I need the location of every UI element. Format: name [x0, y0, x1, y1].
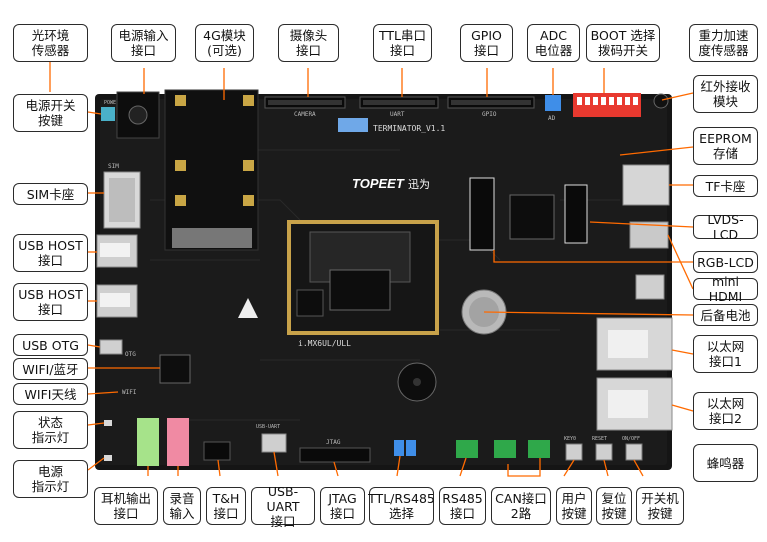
callout-gpio: GPIO 接口 [460, 24, 513, 62]
usb-uart-port [261, 433, 287, 453]
callout-ethernet-1: 以太网 接口1 [693, 335, 758, 373]
silk-board-name: TERMINATOR_V1.1 [373, 124, 445, 133]
lvds-connector [564, 184, 588, 244]
ttl-rs485-jumper [394, 440, 404, 456]
callout-ir-receiver: 红外接收 模块 [693, 75, 758, 113]
callout-th: T&H 接口 [206, 487, 246, 525]
callout-can: CAN接口 2路 [491, 487, 551, 525]
callout-eeprom: EEPROM 存储 [693, 127, 758, 165]
tf-slot [622, 164, 670, 206]
recording-jack [167, 418, 189, 466]
silk-usb-uart: USB-UART [256, 424, 280, 430]
can-terminal-2 [528, 440, 550, 458]
callout-wifi-antenna: WIFI天线 [13, 383, 88, 405]
rgb-lcd-connector [469, 177, 495, 251]
adc-pot [545, 95, 561, 111]
callout-jtag: JTAG 接口 [320, 487, 365, 525]
module-4g-slot [164, 89, 259, 251]
callout-mini-hdmi: mini HDMI [693, 274, 758, 304]
rs485-terminal [456, 440, 478, 458]
silk-gpio: GPIO [482, 111, 497, 118]
usb-otg [99, 339, 123, 355]
silk-camera: CAMERA [294, 111, 316, 118]
user-button [565, 443, 583, 461]
callout-usb-uart: USB-UART 接口 [251, 484, 315, 529]
status-led [104, 420, 112, 426]
silk-power: POWE [104, 100, 116, 106]
onoff-button [625, 443, 643, 461]
callout-buzzer: 蜂鸣器 [693, 444, 758, 482]
callout-light-sensor: 光环境 传感器 [13, 24, 88, 62]
callout-recording: 录音 输入 [163, 487, 201, 525]
callout-lvds-lcd: LVDS-LCD [693, 212, 758, 242]
leader-lines [49, 60, 694, 477]
silk-ad: AD [548, 115, 556, 122]
callout-power-switch: 电源开关 按键 [13, 94, 88, 132]
silk-brand: TOPEET [352, 176, 405, 191]
callout-gravity-sensor: 重力加速 度传感器 [689, 24, 758, 62]
silk-wifi: WIFI [122, 389, 137, 396]
reset-button [595, 443, 613, 461]
callout-camera: 摄像头 接口 [278, 24, 339, 62]
callout-usb-otg: USB OTG [13, 334, 88, 356]
callout-reset-key: 复位 按键 [596, 487, 632, 525]
can-terminal-1 [494, 440, 516, 458]
th-header [203, 441, 231, 461]
callout-boot-switch: BOOT 选择 拨码开关 [586, 24, 660, 62]
wifi-module [159, 354, 191, 384]
callout-earphone: 耳机输出 接口 [94, 487, 158, 525]
power-led [104, 455, 112, 461]
silk-soc: i.MX6UL/ULL [298, 339, 351, 348]
silk-brand-cn: 迅为 [408, 178, 430, 191]
silk-sim: SIM [108, 163, 119, 170]
callout-onoff-key: 开关机 按键 [636, 487, 684, 525]
callout-usb-host-1: USB HOST 接口 [13, 234, 88, 272]
callout-power-led: 电源 指示灯 [13, 460, 88, 498]
callout-adc: ADC 电位器 [527, 24, 580, 62]
callout-ttl-serial: TTL串口 接口 [373, 24, 432, 62]
callout-user-key: 用户 按键 [556, 487, 592, 525]
mini-hdmi [629, 221, 669, 249]
power-switch [101, 107, 115, 121]
callout-wifi-bt: WIFI/蓝牙 [13, 358, 88, 380]
silk-key: KEY0 [564, 436, 576, 442]
silk-otg: OTG [125, 351, 136, 358]
callout-usb-host-2: USB HOST 接口 [13, 283, 88, 321]
callout-sim-slot: SIM卡座 [13, 183, 88, 205]
callout-power-input: 电源输入 接口 [111, 24, 176, 62]
earphone-jack [137, 418, 159, 466]
silk-onoff: ON/OFF [622, 436, 640, 442]
callout-backup-battery: 后备电池 [693, 304, 758, 326]
boot-dip-switch [573, 93, 641, 117]
silk-uart: UART [390, 111, 405, 118]
callout-ttl-rs485: TTL/RS485 选择 [368, 487, 435, 525]
callout-tf-slot: TF卡座 [693, 175, 758, 197]
callout-rgb-lcd: RGB-LCD [693, 251, 758, 273]
callout-status-led: 状态 指示灯 [13, 411, 88, 449]
callout-ethernet-2: 以太网 接口2 [693, 392, 758, 430]
jtag-header [299, 447, 371, 463]
callout-4g-module: 4G模块 (可选) [195, 24, 254, 62]
ir-receiver [653, 93, 669, 109]
callout-rs485: RS485 接口 [439, 487, 486, 525]
silk-reset: RESET [592, 436, 607, 442]
silk-jtag: JTAG [326, 439, 341, 446]
